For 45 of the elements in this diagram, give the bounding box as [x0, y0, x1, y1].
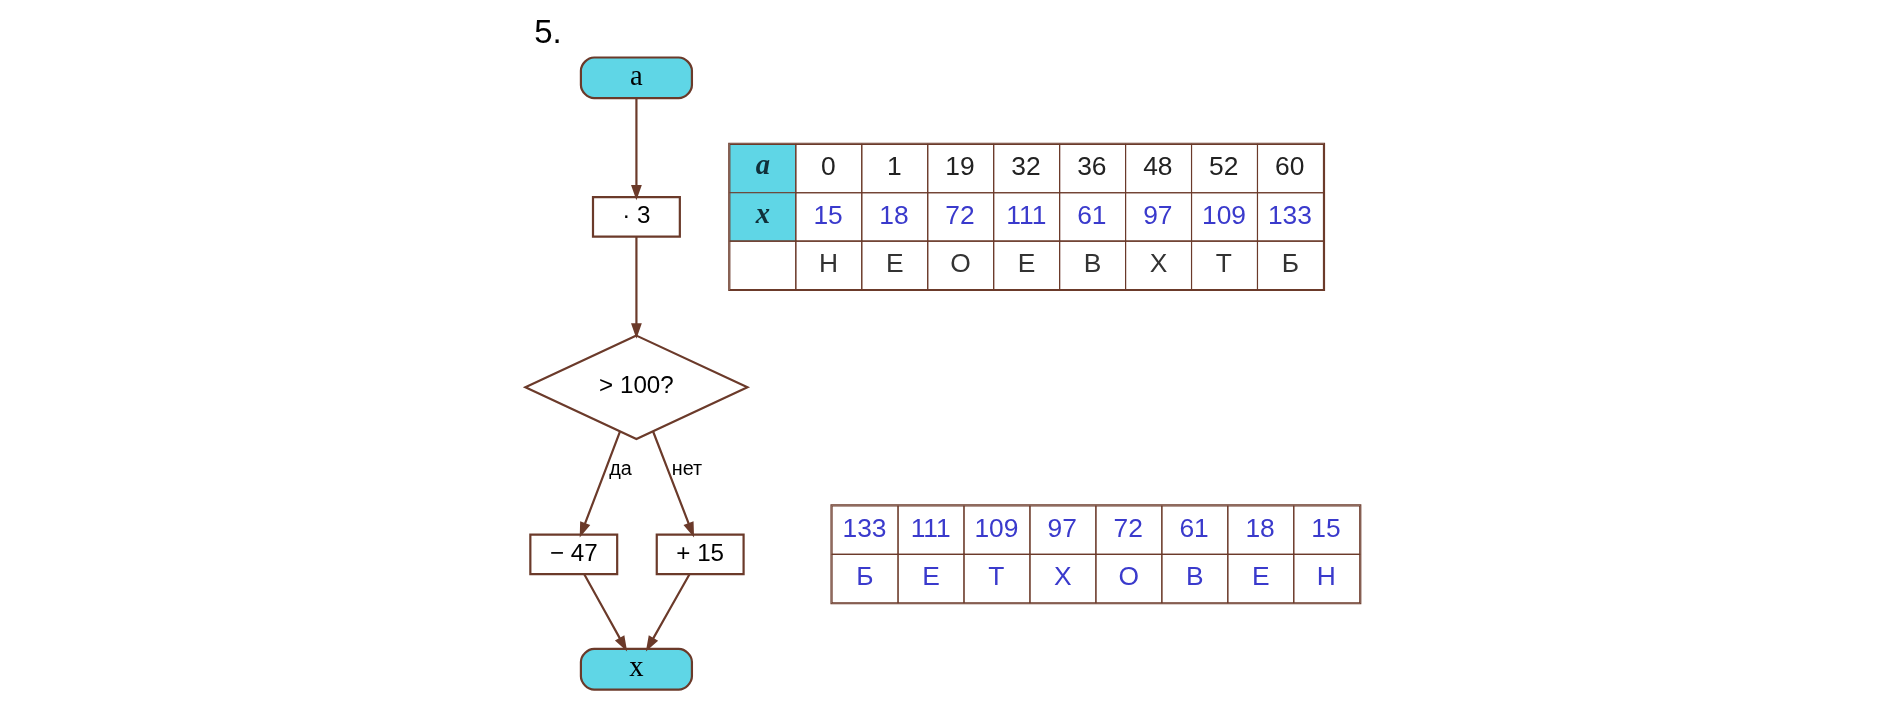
label: Н — [1316, 561, 1336, 592]
label: В — [1083, 248, 1102, 279]
label: 72 — [1113, 512, 1143, 543]
label: 15 — [1311, 512, 1341, 543]
label: 15 — [813, 199, 843, 230]
label: 72 — [945, 199, 975, 230]
label: 48 — [1143, 151, 1173, 182]
label: 97 — [1047, 512, 1077, 543]
label: Е — [1017, 248, 1036, 279]
label: Н — [818, 248, 838, 279]
label: 109 — [1201, 199, 1246, 230]
label: 52 — [1209, 151, 1239, 182]
diagram-title: 5. — [534, 13, 562, 51]
label: 111 — [1006, 199, 1047, 230]
label: 109 — [974, 512, 1019, 543]
label: 97 — [1143, 199, 1173, 230]
label: Б — [1281, 248, 1299, 279]
label: 61 — [1077, 199, 1107, 230]
label: Е — [885, 248, 904, 279]
label: Е — [1251, 561, 1270, 592]
label: 133 — [842, 512, 887, 543]
edge-label: да — [609, 456, 632, 479]
label: О — [1118, 561, 1139, 592]
edge-label: нет — [671, 456, 703, 479]
label: 18 — [1245, 512, 1275, 543]
label: 36 — [1077, 151, 1107, 182]
label: 0 — [821, 151, 836, 182]
label: Е — [922, 561, 940, 592]
label: 1 — [887, 151, 902, 182]
label: 32 — [1011, 151, 1041, 182]
label: 111 — [910, 512, 951, 543]
label: Х — [1149, 248, 1168, 279]
label: 19 — [945, 151, 975, 182]
label: Т — [988, 561, 1005, 592]
label: 60 — [1275, 151, 1305, 182]
label: 133 — [1267, 199, 1312, 230]
label: В — [1186, 561, 1204, 592]
label: О — [950, 248, 971, 279]
label: 18 — [879, 199, 909, 230]
label: Х — [1054, 561, 1072, 592]
label: x — [755, 197, 770, 229]
label: Т — [1215, 248, 1232, 279]
label: 61 — [1179, 512, 1209, 543]
label: Б — [856, 561, 874, 592]
label: a — [755, 149, 770, 181]
